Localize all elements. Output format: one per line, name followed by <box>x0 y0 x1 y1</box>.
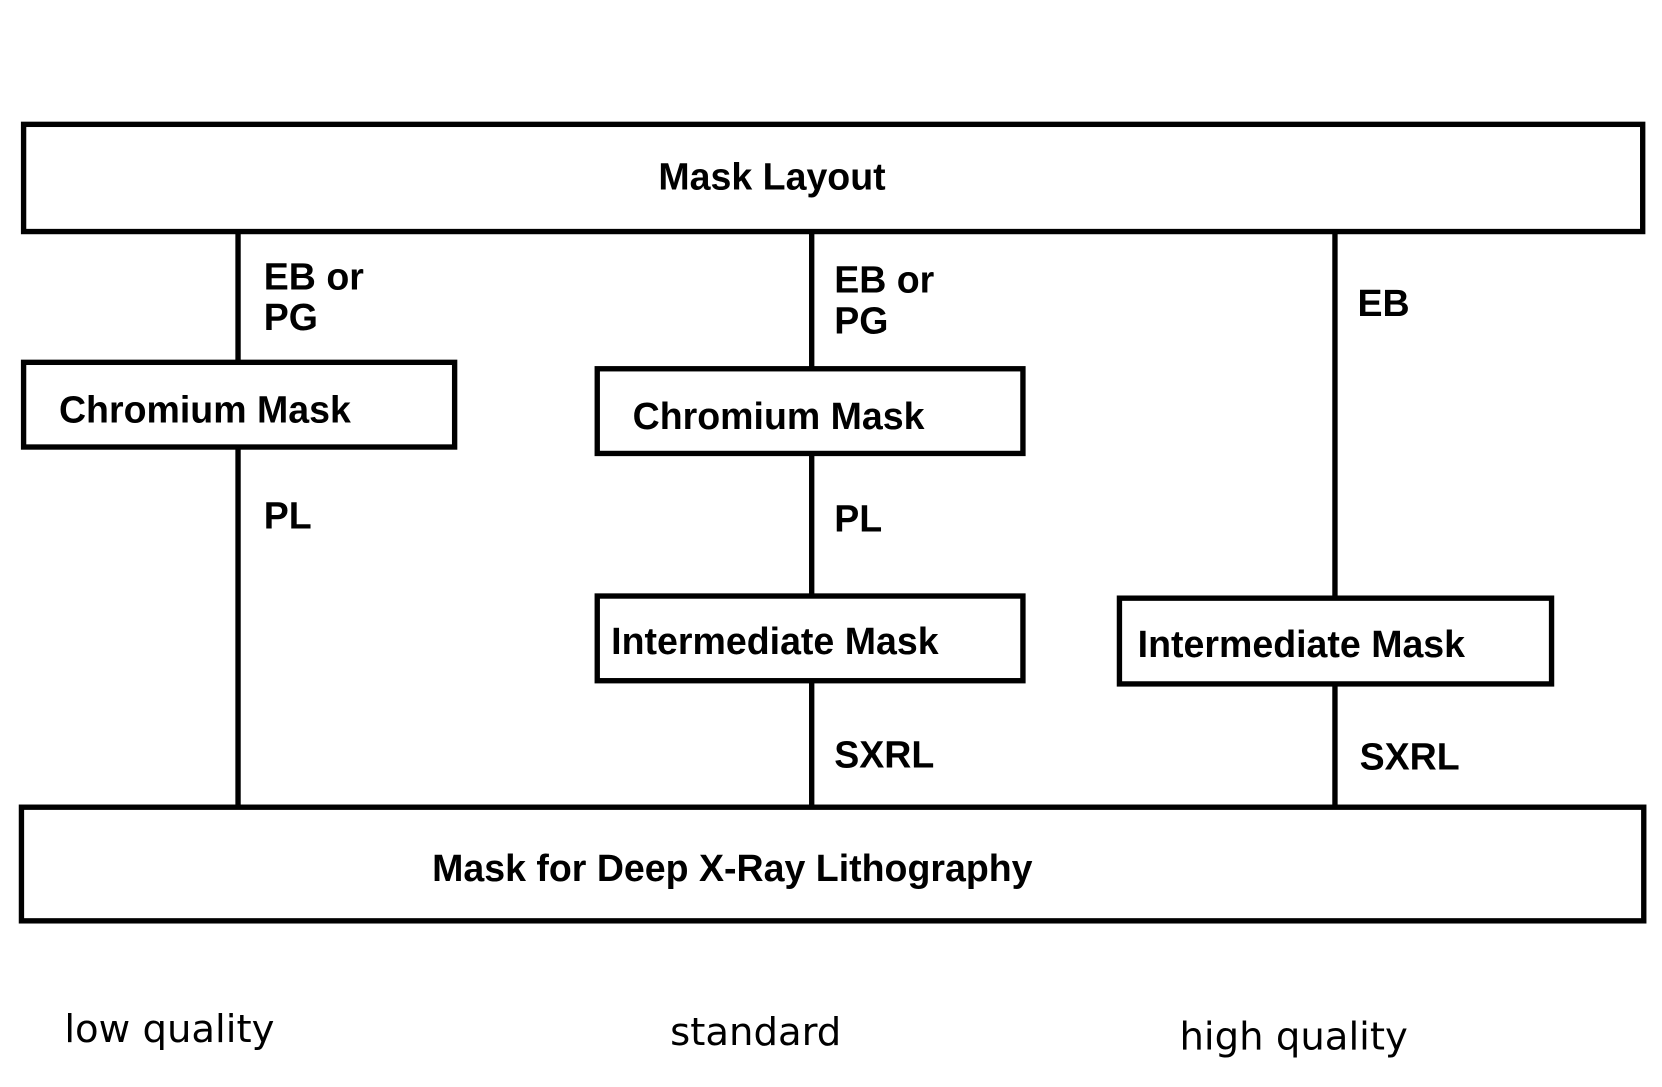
chromium-mask-middle-label: Chromium Mask <box>633 395 925 437</box>
intermediate-mask-middle-box: Intermediate Mask <box>594 593 1026 684</box>
edge-label-middle-pg: PG <box>834 299 888 341</box>
edge-label-right-eb: EB <box>1357 282 1409 324</box>
deep-xray-mask-box: Mask for Deep X-Ray Lithography <box>18 804 1647 924</box>
quality-high: high quality <box>1179 1014 1407 1059</box>
edge-label-left-pg: PG <box>264 296 318 338</box>
chromium-mask-middle-box: Chromium Mask <box>594 366 1026 457</box>
edge-label-middle-pl: PL <box>834 498 882 540</box>
deep-xray-mask-label: Mask for Deep X-Ray Lithography <box>432 847 1033 889</box>
mask-layout-box: Mask Layout <box>20 121 1646 235</box>
quality-standard: standard <box>670 1010 841 1055</box>
chromium-mask-left-label: Chromium Mask <box>59 388 351 430</box>
edge-label-middle-eb-or: EB or <box>834 259 934 301</box>
mask-layout-label: Mask Layout <box>658 156 886 198</box>
edge-label-left-pl: PL <box>264 494 312 536</box>
edge-label-left-eb-or: EB or <box>264 255 364 297</box>
intermediate-mask-right-label: Intermediate Mask <box>1138 623 1466 665</box>
edge-label-middle-sxrl: SXRL <box>834 734 934 776</box>
quality-low: low quality <box>64 1007 274 1052</box>
intermediate-mask-middle-label: Intermediate Mask <box>611 620 939 662</box>
intermediate-mask-right-box: Intermediate Mask <box>1116 595 1555 687</box>
chromium-mask-left-box: Chromium Mask <box>20 359 458 450</box>
edge-label-right-sxrl: SXRL <box>1360 736 1460 778</box>
